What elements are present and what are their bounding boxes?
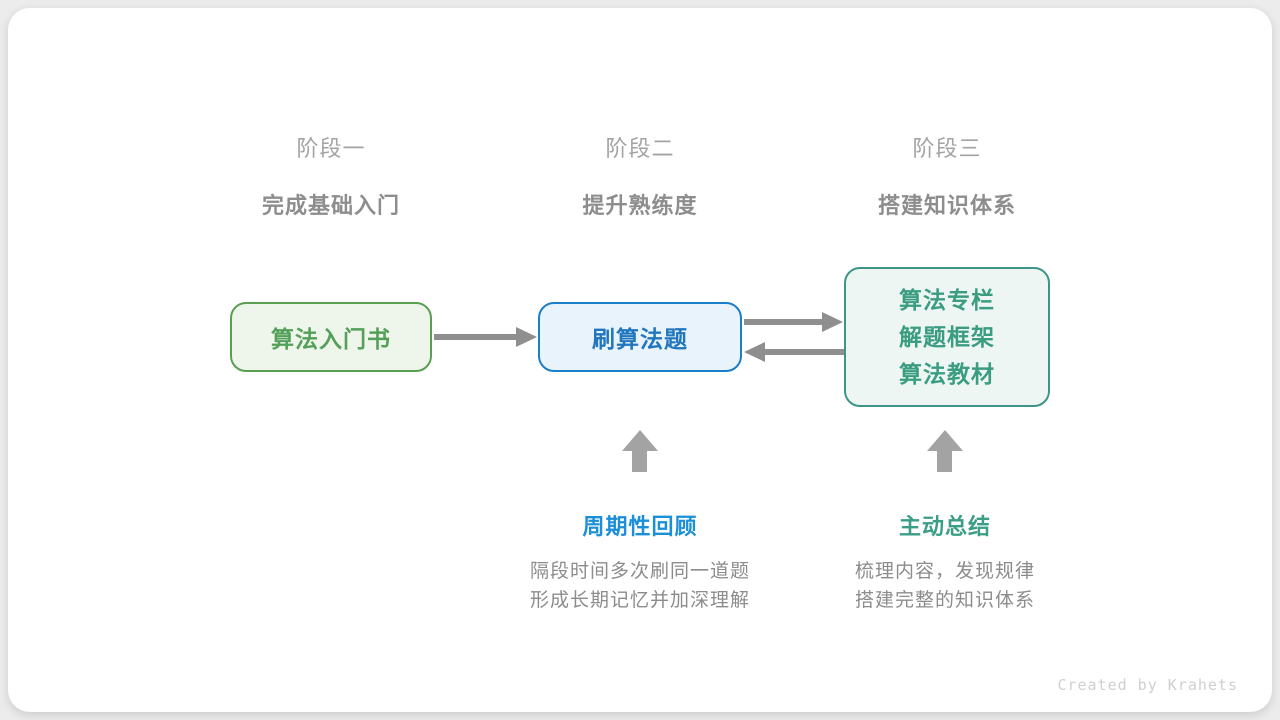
node-practice-problems: 刷算法题 xyxy=(538,302,742,372)
node-resources-line-1: 算法专栏 xyxy=(899,286,995,313)
node-knowledge-resources: 算法专栏 解题框架 算法教材 xyxy=(844,267,1050,407)
node-practice-problems-label: 刷算法题 xyxy=(592,326,688,352)
node-resources-line-2: 解题框架 xyxy=(899,323,995,350)
stage-1-subtitle: 完成基础入门 xyxy=(261,193,400,218)
stage-3-subtitle: 搭建知识体系 xyxy=(877,193,1016,218)
desc-periodic-review-line-1: 隔段时间多次刷同一道题 xyxy=(529,561,750,582)
label-active-summary: 主动总结 xyxy=(898,514,991,539)
label-periodic-review: 周期性回顾 xyxy=(582,514,698,539)
stage-3-label: 阶段三 xyxy=(912,136,982,161)
desc-periodic-review-line-2: 形成长期记忆并加深理解 xyxy=(529,590,750,611)
stage-1-label: 阶段一 xyxy=(296,136,366,161)
stage-3-header: 阶段三 搭建知识体系 xyxy=(817,131,1077,220)
desc-active-summary-line-2: 搭建完整的知识体系 xyxy=(854,590,1035,611)
node-resources-line-3: 算法教材 xyxy=(899,360,995,387)
desc-periodic-review: 隔段时间多次刷同一道题 形成长期记忆并加深理解 xyxy=(470,557,810,615)
footer-credit: Created by Krahets xyxy=(1057,676,1238,694)
node-intro-book: 算法入门书 xyxy=(230,302,432,372)
desc-active-summary-line-1: 梳理内容，发现规律 xyxy=(854,561,1035,582)
stage-1-header: 阶段一 完成基础入门 xyxy=(201,131,461,220)
node-intro-book-label: 算法入门书 xyxy=(271,326,391,352)
stage-2-header: 阶段二 提升熟练度 xyxy=(510,131,770,220)
desc-active-summary: 梳理内容，发现规律 搭建完整的知识体系 xyxy=(775,557,1115,615)
stage-2-label: 阶段二 xyxy=(605,136,675,161)
stage-2-subtitle: 提升熟练度 xyxy=(582,193,698,218)
